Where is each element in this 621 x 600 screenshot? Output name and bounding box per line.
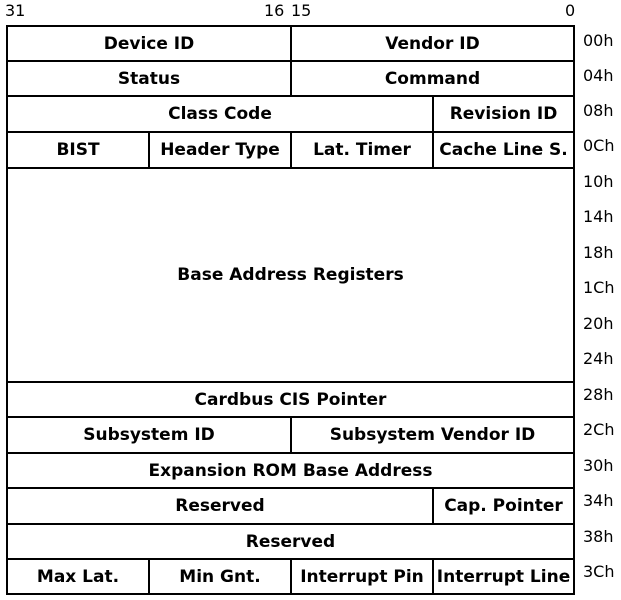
- field-status: Status: [8, 62, 292, 97]
- offset-label: 38h: [583, 527, 614, 546]
- field-class-code: Class Code: [8, 97, 434, 133]
- offset-label: 20h: [583, 314, 614, 333]
- offset-label: 08h: [583, 101, 614, 120]
- field-max-latency: Max Lat.: [8, 560, 150, 593]
- offset-label: 34h: [583, 491, 614, 510]
- field-subsystem-vendor-id: Subsystem Vendor ID: [292, 418, 573, 454]
- field-subsystem-id: Subsystem ID: [8, 418, 292, 454]
- offset-label: 0Ch: [583, 136, 615, 155]
- offset-label: 30h: [583, 456, 614, 475]
- field-reserved-38h: Reserved: [8, 525, 573, 560]
- offset-label: 28h: [583, 385, 614, 404]
- offset-label: 3Ch: [583, 562, 615, 581]
- offset-label: 18h: [583, 243, 614, 262]
- field-command: Command: [292, 62, 573, 97]
- field-vendor-id: Vendor ID: [292, 27, 573, 62]
- field-device-id: Device ID: [8, 27, 292, 62]
- offset-label: 24h: [583, 349, 614, 368]
- field-interrupt-line: Interrupt Line: [436, 566, 571, 587]
- offset-label: 00h: [583, 31, 614, 50]
- field-base-address-registers: Base Address Registers: [8, 169, 573, 383]
- field-interrupt-pin: Interrupt Pin: [292, 560, 434, 593]
- field-header-type: Header Type: [150, 133, 292, 169]
- field-bist: BIST: [8, 133, 150, 169]
- field-expansion-rom-base-address: Expansion ROM Base Address: [8, 454, 573, 489]
- bit-label-0: 0: [565, 1, 576, 20]
- register-grid: Device ID Vendor ID Status Command Class…: [6, 25, 575, 595]
- bit-label-15: 15: [291, 1, 312, 20]
- offset-label: 04h: [583, 66, 614, 85]
- field-cardbus-cis-pointer: Cardbus CIS Pointer: [8, 383, 573, 418]
- field-min-grant: Min Gnt.: [150, 560, 292, 593]
- field-reserved-34h: Reserved: [8, 489, 434, 525]
- bit-label-31: 31: [5, 1, 26, 20]
- offset-label: 10h: [583, 172, 614, 191]
- offset-label: 14h: [583, 207, 614, 226]
- field-latency-timer: Lat. Timer: [292, 133, 434, 169]
- offset-label: 1Ch: [583, 278, 615, 297]
- field-capabilities-pointer: Cap. Pointer: [434, 489, 573, 525]
- offset-label: 2Ch: [583, 420, 615, 439]
- field-revision-id: Revision ID: [434, 97, 573, 133]
- bit-label-16: 16: [264, 1, 285, 20]
- field-cache-line-size: Cache Line S.: [434, 133, 573, 169]
